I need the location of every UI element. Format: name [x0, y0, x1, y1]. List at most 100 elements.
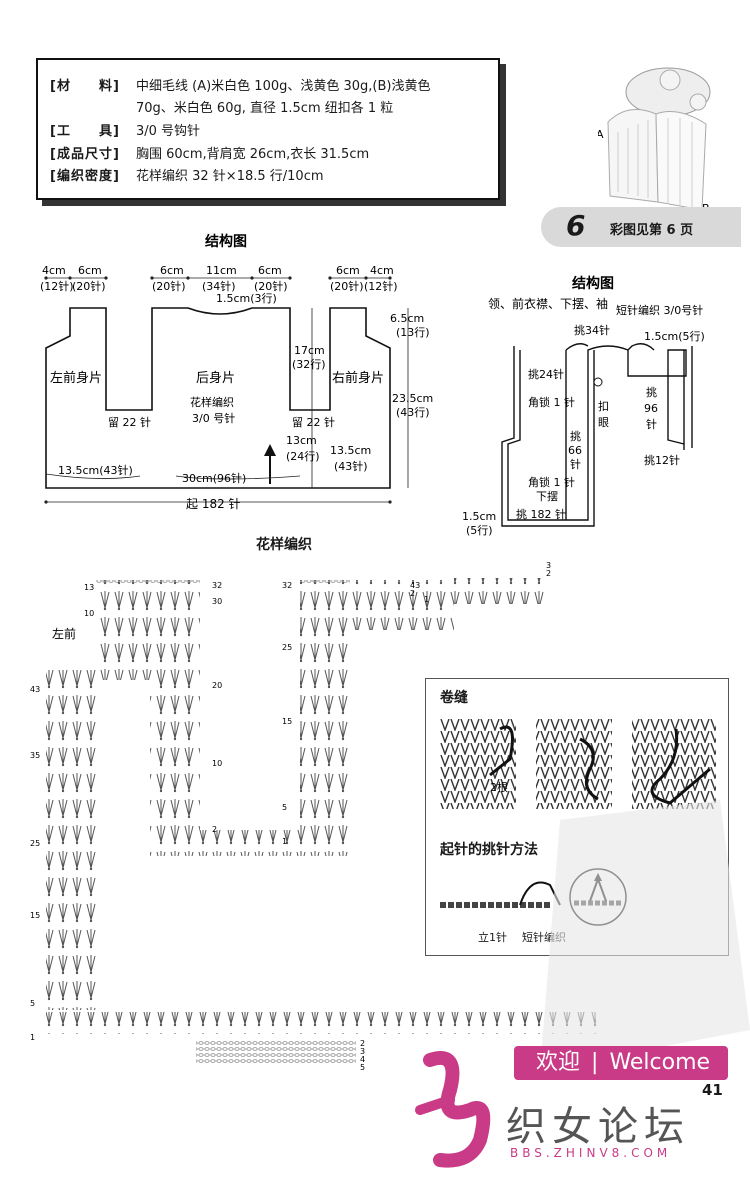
buttonhole-label: 眼: [598, 416, 609, 429]
leave-label: 留 22 针: [292, 415, 335, 429]
pick-label: 挑12针: [644, 453, 680, 467]
size-label: [成品尺寸]: [50, 147, 120, 162]
dim-label: 6cm: [336, 264, 360, 277]
row-number: 35: [30, 751, 40, 760]
dim-label: 4cm: [42, 264, 66, 277]
row-number: 32: [212, 581, 222, 590]
dim-label: 4cm: [370, 264, 394, 277]
stitch-label: 短针编织 3/0号针: [616, 303, 703, 317]
left-front-chart-label: 左前: [52, 626, 76, 641]
row-number: 5: [30, 999, 35, 1008]
row-number: 32: [282, 581, 292, 590]
dim-label: (20针): [152, 279, 186, 293]
dim-label: (13行): [396, 326, 430, 339]
row-number: 2: [410, 589, 415, 598]
row-number: 43: [410, 581, 420, 590]
forum-url[interactable]: BBS.ZHINV8.COM: [510, 1146, 672, 1160]
left-front-label: 左前身片: [50, 370, 102, 386]
pick-label: 挑: [646, 385, 657, 399]
dim-label: 6cm: [78, 264, 102, 277]
welcome-en: Welcome: [609, 1050, 711, 1075]
chart-title: 花样编织: [256, 537, 312, 553]
dim-label: (20针): [254, 279, 288, 293]
row-number: 5: [360, 1063, 365, 1072]
garment-photo: A B: [598, 67, 711, 212]
row-number: 1: [30, 1033, 35, 1042]
row-number: 13: [84, 583, 94, 592]
pattern-banner: [541, 207, 741, 247]
row-number: 15: [30, 911, 40, 920]
materials-row: [材 料] 中细毛线 (A)米白色 100g、浅黄色 30g,(B)浅黄色: [50, 78, 431, 96]
row-number: 4: [360, 1055, 365, 1064]
structure-diagram-border: 结构图 领、前衣襟、下摆、袖 短针编织 3/0号针 挑34针 1.5cm(5行)…: [462, 275, 705, 537]
row-number: 2: [360, 1039, 365, 1048]
pick-label: 挑: [570, 429, 581, 443]
stitch-chart: 13 10 43 35 25 15 5 1 32 30 20 10 2 32 2…: [30, 561, 596, 1072]
dim-label: (24行): [286, 450, 320, 463]
corner-label: 角锁 1 针: [528, 475, 575, 489]
dim-label: (20针): [72, 279, 106, 293]
dim-label: (5行): [466, 524, 493, 537]
buttonhole-label: 扣: [598, 399, 609, 413]
button-icon: [593, 377, 603, 387]
dim-label: 6.5cm: [390, 312, 424, 325]
tools-value: 3/0 号钩针: [136, 124, 201, 139]
row-number: 1: [282, 837, 287, 846]
row-number: 10: [212, 759, 222, 768]
right-front-label: 右前身片: [332, 370, 384, 386]
neck-drop-label: 1.5cm(3行): [216, 292, 277, 305]
tools-row: [工 具] 3/0 号钩针: [50, 123, 200, 141]
pick-label: 挑 182 针: [516, 507, 566, 521]
dim-label: 13.5cm(43针): [58, 463, 133, 477]
row-number: 30: [212, 597, 222, 606]
dim-label: 17cm: [294, 344, 325, 357]
pick-label: 66: [568, 444, 582, 457]
diagram-title: 结构图: [572, 275, 614, 292]
forum-name: 织女论坛: [506, 1104, 690, 1150]
dim-label: (12针): [40, 279, 74, 293]
forum-logo-icon: [415, 1051, 491, 1168]
hook-label: 3/0 号针: [192, 411, 235, 425]
row-number: 1: [424, 595, 429, 604]
seam-illustration: 2根: [440, 719, 716, 809]
dim-label: 13.5cm: [330, 444, 371, 457]
forum-watermark: [540, 800, 750, 1070]
photo-label-a: A: [598, 128, 604, 141]
pick-label: 96: [644, 402, 658, 415]
pick-label: 针: [570, 457, 581, 471]
pattern-label: 花样编织: [190, 395, 234, 409]
row-number: 3: [546, 561, 551, 570]
materials-label: [材 料]: [50, 79, 120, 94]
pick-label: 挑24针: [528, 367, 564, 381]
tools-label: [工 具]: [50, 124, 120, 139]
leave-label: 留 22 针: [108, 415, 151, 429]
cast-on-label: 起 182 针: [186, 496, 241, 511]
dim-label: 30cm(96针): [182, 471, 246, 485]
dim-label: (20针): [330, 279, 364, 293]
structure-diagram-body: 结构图 4cm 6cm 6cm 11cm 6cm 6cm 4cm (12针) (…: [40, 233, 433, 511]
gauge-value: 花样编织 32 针×18.5 行/10cm: [136, 169, 324, 184]
materials-value: 中细毛线 (A)米白色 100g、浅黄色 30g,(B)浅黄色: [136, 79, 431, 94]
pattern-number: 6: [566, 209, 586, 242]
diagram-title: 结构图: [205, 233, 247, 250]
dim-label: (34针): [202, 279, 236, 293]
dim-label: 23.5cm: [392, 392, 433, 405]
row-number: 3: [360, 1047, 365, 1056]
dim-label: (43行): [396, 406, 430, 419]
materials-value: 70g、米白色 60g, 直径 1.5cm 纽扣各 1 粒: [136, 101, 394, 116]
materials-box: [材 料] 中细毛线 (A)米白色 100g、浅黄色 30g,(B)浅黄色 70g…: [36, 58, 500, 200]
materials-row: 70g、米白色 60g, 直径 1.5cm 纽扣各 1 粒: [50, 100, 393, 118]
welcome-cn: 欢迎: [536, 1050, 581, 1075]
row-number: 20: [212, 681, 222, 690]
dim-label: 11cm: [206, 264, 237, 277]
pick-label: 挑34针: [574, 323, 610, 337]
row-number: 43: [30, 685, 40, 694]
body-outline: [45, 307, 391, 489]
page-number: 41: [702, 1081, 723, 1099]
row-number: 25: [30, 839, 40, 848]
diagram-subtitle: 领、前衣襟、下摆、袖: [488, 296, 608, 311]
dim-label: (12针): [364, 279, 398, 293]
dim-label: 6cm: [258, 264, 282, 277]
pick-label: 针: [646, 417, 657, 431]
dim-label: (32行): [292, 358, 326, 371]
